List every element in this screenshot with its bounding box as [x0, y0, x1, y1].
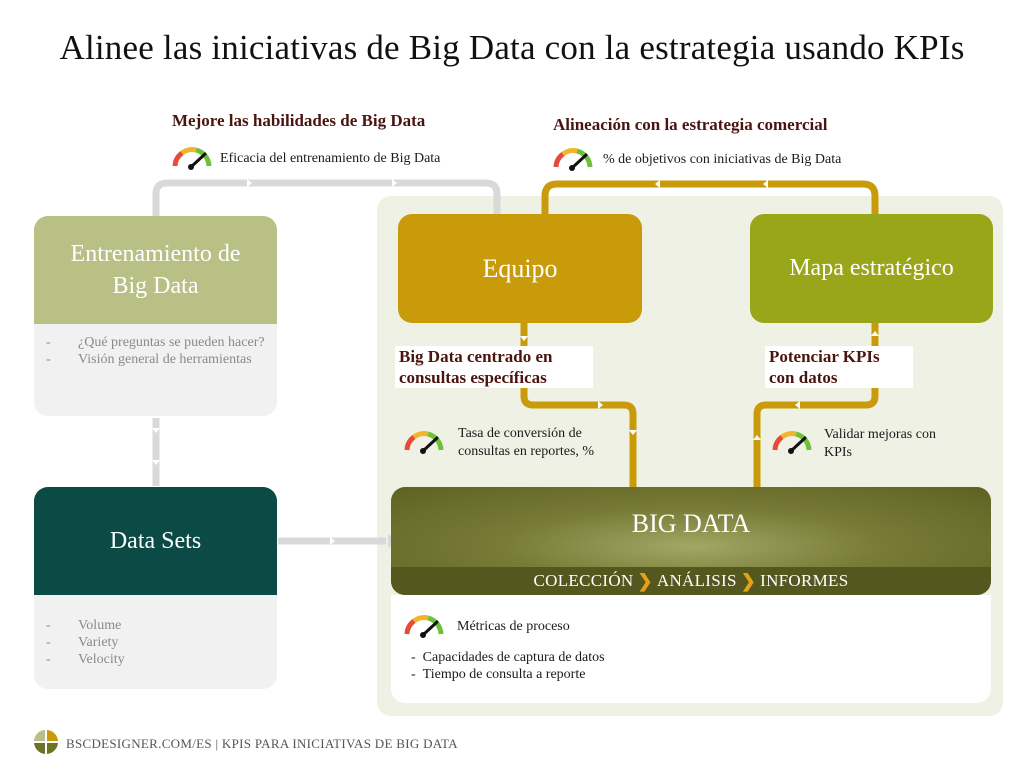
empower-label: Potenciar KPIs con datos	[765, 346, 913, 388]
empower-kpi: Validar mejoras con KPIs	[824, 426, 936, 462]
list-item: - Tiempo de consulta a reporte	[411, 667, 586, 682]
training-list: ¿Qué preguntas se pueden hacer? Visión g…	[34, 324, 277, 416]
stage-reports: INFORMES	[760, 571, 849, 590]
focused-kpi-line2: consultas en reportes, %	[458, 444, 595, 459]
process-kpi: Métricas de proceso	[457, 619, 570, 634]
big-data-box: BIG DATA COLECCIÓN ❯ ANÁLISIS ❯ INFORMES	[391, 487, 991, 595]
chevron-right-icon: ❯	[740, 570, 757, 591]
list-item: Velocity	[34, 651, 277, 668]
gauge-icon	[170, 144, 214, 176]
skills-kpi: Eficacia del entrenamiento de Big Data	[220, 151, 441, 166]
data-sets-box: Data Sets	[34, 487, 277, 595]
gauge-icon	[551, 145, 595, 177]
empower-kpi-line1: Validar mejoras con	[824, 427, 936, 442]
alignment-heading: Alineación con la estrategia comercial	[553, 115, 828, 134]
empower-label-line1: Potenciar KPIs	[769, 347, 880, 366]
focused-label: Big Data centrado en consultas específic…	[395, 346, 593, 388]
alignment-kpi: % de objetivos con iniciativas de Big Da…	[603, 152, 842, 167]
list-item: Visión general de herramientas	[34, 351, 277, 368]
big-data-stages-bar: COLECCIÓN ❯ ANÁLISIS ❯ INFORMES	[391, 567, 991, 595]
chevron-right-icon: ❯	[637, 570, 653, 591]
skills-heading: Mejore las habilidades de Big Data	[172, 111, 426, 130]
footer-text: BSCDESIGNER.COM/ES | KPIS PARA INICIATIV…	[66, 736, 458, 751]
page-title: Alinee las iniciativas de Big Data con l…	[59, 28, 965, 67]
process-list: - Capacidades de captura de datos - Tiem…	[411, 649, 605, 683]
gauge-icon	[402, 428, 446, 460]
strategy-map-box: Mapa estratégico	[750, 214, 993, 323]
strategy-map-title: Mapa estratégico	[789, 255, 954, 281]
focused-kpi: Tasa de conversión de consultas en repor…	[458, 425, 594, 461]
list-item: - Capacidades de captura de datos	[411, 650, 605, 665]
empower-kpi-line2: KPIs	[824, 445, 853, 460]
bsc-logo-icon	[33, 729, 59, 759]
data-sets-list: Volume Variety Velocity	[34, 595, 277, 689]
stage-collection: COLECCIÓN	[533, 571, 634, 590]
list-item: Volume	[34, 617, 277, 634]
focused-label-line2: consultas específicas	[399, 368, 547, 387]
team-title: Equipo	[482, 253, 558, 283]
gauge-icon	[402, 612, 446, 644]
focused-kpi-line1: Tasa de conversión de	[458, 426, 582, 441]
stage-analysis: ANÁLISIS	[656, 571, 737, 590]
focused-label-line1: Big Data centrado en	[399, 347, 553, 366]
team-box: Equipo	[398, 214, 642, 323]
training-title-line1: Entrenamiento de	[70, 241, 241, 267]
list-item: ¿Qué preguntas se pueden hacer?	[34, 334, 277, 351]
data-sets-title: Data Sets	[109, 527, 202, 554]
empower-label-line2: con datos	[769, 368, 838, 387]
list-item: Variety	[34, 634, 277, 651]
process-metrics-panel	[391, 595, 991, 703]
training-box: Entrenamiento de Big Data	[34, 216, 277, 324]
training-title-line2: Big Data	[112, 273, 199, 299]
gauge-icon	[770, 428, 814, 460]
big-data-title: BIG DATA	[631, 509, 751, 538]
